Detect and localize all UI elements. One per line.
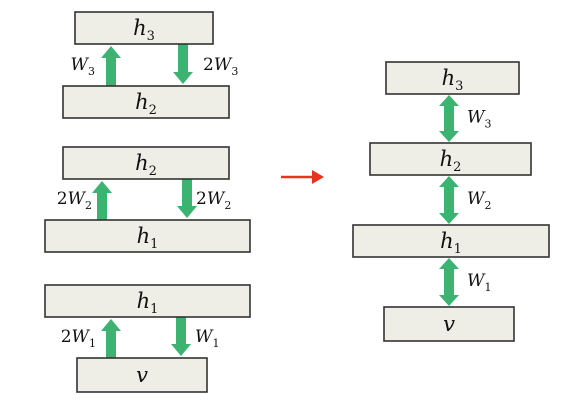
left-block-2-down-weight: 2W2 xyxy=(196,189,231,212)
right-layer-2-box xyxy=(369,142,532,176)
left-block-3-down-weight: W1 xyxy=(195,327,219,350)
left-block-3-upper-layer-box xyxy=(44,284,251,318)
right-layer-4-box xyxy=(383,306,515,342)
left-block-2-lower-layer-label: h1 xyxy=(137,224,159,252)
left-block-1-lower-layer: h2 xyxy=(62,85,230,119)
right-link-2-weight: W2 xyxy=(467,189,491,212)
arrow-right-icon xyxy=(281,170,324,184)
right-link-3-double-arrow-icon xyxy=(439,258,459,306)
right-layer-3-box xyxy=(352,224,550,258)
left-block-3-down-arrow-icon xyxy=(171,315,191,356)
right-layer-2-label: h2 xyxy=(440,147,462,175)
right-layer-2: h2 xyxy=(369,142,532,176)
left-block-1-upper-layer-label: h3 xyxy=(133,16,155,44)
right-layer-1-label: h3 xyxy=(442,66,464,94)
left-block-3-up-arrow-icon xyxy=(101,319,121,360)
left-block-3-lower-layer: v xyxy=(76,357,208,393)
right-layer-3-label: h1 xyxy=(440,229,462,257)
left-block-1-upper-layer-box xyxy=(74,11,214,45)
left-block-1-down-arrow-icon xyxy=(173,42,193,84)
right-layer-1: h3 xyxy=(385,61,520,95)
right-layer-4-label: v xyxy=(443,312,455,336)
left-block-3-lower-layer-box xyxy=(76,357,208,393)
right-link-1-double-arrow-icon xyxy=(439,95,459,142)
left-block-2-lower-layer-box xyxy=(44,219,251,253)
left-block-2-upper-layer-box xyxy=(62,146,230,180)
left-block-3-upper-layer: h1 xyxy=(44,284,251,318)
left-block-1-down-weight: 2W3 xyxy=(203,55,238,78)
left-block-1-lower-layer-box xyxy=(62,85,230,119)
left-block-1-up-arrow-icon xyxy=(101,46,121,88)
right-link-1-weight: W3 xyxy=(467,108,491,131)
left-block-2-upper-layer-label: h2 xyxy=(135,151,157,179)
right-layer-1-box xyxy=(385,61,520,95)
left-block-2-down-arrow-icon xyxy=(177,177,197,218)
left-block-1-up-weight: W3 xyxy=(71,55,95,78)
left-block-2-up-arrow-icon xyxy=(92,181,112,222)
left-block-1-upper-layer: h3 xyxy=(74,11,214,45)
right-link-2-double-arrow-icon xyxy=(439,176,459,224)
left-block-2-lower-layer: h1 xyxy=(44,219,251,253)
right-link-3-weight: W1 xyxy=(467,271,491,294)
left-block-3-up-weight: 2W1 xyxy=(61,327,96,350)
left-block-1-lower-layer-label: h2 xyxy=(135,90,157,118)
right-layer-4: v xyxy=(383,306,515,342)
left-block-2-up-weight: 2W2 xyxy=(57,189,92,212)
left-block-2-upper-layer: h2 xyxy=(62,146,230,180)
left-block-3-upper-layer-label: h1 xyxy=(137,289,159,317)
right-layer-3: h1 xyxy=(352,224,550,258)
left-block-3-lower-layer-label: v xyxy=(136,363,148,387)
